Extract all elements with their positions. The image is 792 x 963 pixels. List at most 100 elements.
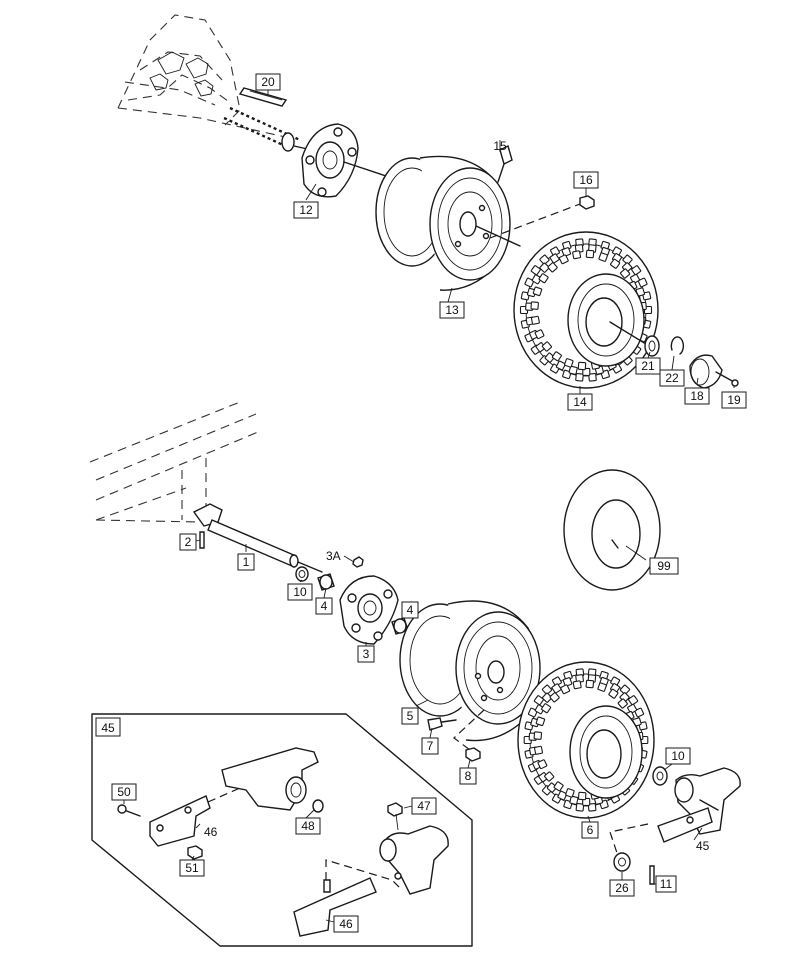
callout-20: 20	[255, 73, 281, 91]
callout-1: 1	[237, 553, 255, 571]
callout-5: 5	[401, 707, 419, 725]
tread-block	[631, 265, 642, 276]
tread-block	[547, 262, 558, 273]
svg-text:19: 19	[727, 393, 741, 407]
svg-text:45: 45	[696, 839, 710, 853]
tread-block	[544, 771, 555, 782]
tread-block	[558, 254, 569, 265]
callout-16: 16	[573, 171, 599, 189]
tread-block	[608, 688, 619, 699]
tread-block	[568, 365, 578, 375]
svg-text:22: 22	[665, 371, 679, 385]
bracket-inset	[379, 825, 449, 895]
callout-10-inner: 10	[287, 583, 313, 601]
rim-part-13	[375, 155, 521, 291]
callout-15: 15	[493, 139, 507, 153]
callout-18: 18	[684, 387, 710, 405]
tread-block	[564, 358, 574, 368]
tread-block	[598, 252, 608, 262]
tread-block	[539, 262, 550, 273]
tread-block	[539, 254, 550, 265]
washer-part-10-inner	[295, 566, 309, 582]
svg-text:20: 20	[261, 75, 275, 89]
tread-block	[619, 684, 631, 695]
tread-block	[577, 791, 587, 801]
callout-46-lower: 46	[333, 915, 359, 933]
callout-6: 6	[581, 821, 599, 839]
svg-text:14: 14	[573, 395, 587, 409]
svg-text:46: 46	[339, 917, 353, 931]
tread-block	[634, 707, 645, 718]
callout-leaders	[123, 90, 735, 923]
callout-19: 19	[721, 391, 747, 409]
grease-fitting-part-3A	[352, 556, 364, 568]
lever-part-46-lower	[293, 859, 403, 937]
callout-51: 51	[179, 859, 205, 877]
tread-block	[544, 352, 555, 363]
spindle-bracket-part-45	[609, 767, 741, 857]
callout-22: 22	[659, 369, 685, 387]
tread-block	[588, 373, 597, 382]
svg-text:45: 45	[101, 721, 115, 735]
svg-text:13: 13	[445, 303, 459, 317]
tire-part-6	[517, 661, 655, 819]
svg-text:51: 51	[185, 861, 199, 875]
shim-part-20	[238, 87, 288, 107]
callout-3: 3	[357, 645, 375, 663]
tread-block	[524, 277, 535, 288]
svg-text:99: 99	[657, 559, 671, 573]
pin-part-2	[199, 531, 205, 549]
tread-block	[555, 360, 566, 371]
svg-text:26: 26	[615, 881, 629, 895]
svg-text:16: 16	[579, 173, 593, 187]
tread-block	[534, 745, 543, 755]
callout-46-upper: 46	[204, 825, 218, 839]
tread-block	[537, 759, 548, 770]
bushing-part-48	[312, 799, 324, 813]
tread-block	[627, 703, 638, 714]
svg-text:8: 8	[465, 769, 472, 783]
hub-part-12	[301, 123, 387, 198]
svg-text:4: 4	[407, 603, 414, 617]
tread-block	[541, 341, 552, 352]
tread-block	[569, 795, 579, 805]
callout-4-inner: 4	[315, 597, 333, 615]
washer-part-26	[613, 852, 631, 872]
svg-text:6: 6	[587, 823, 594, 837]
svg-text:7: 7	[427, 739, 434, 753]
tread-block	[546, 782, 557, 793]
bearing-part-4-inner	[317, 573, 335, 591]
pin-part-11	[649, 865, 655, 885]
callout-45-right: 45	[696, 839, 710, 853]
tread-block	[551, 683, 562, 694]
callout-2: 2	[179, 533, 197, 551]
inset-detail-45	[91, 713, 473, 947]
svg-text:2: 2	[185, 535, 192, 549]
lug-nut-part-8	[453, 709, 485, 762]
tread-block	[553, 781, 564, 792]
tread-block	[533, 695, 544, 706]
svg-text:10: 10	[293, 585, 307, 599]
tread-block	[530, 301, 539, 310]
tread-block	[585, 679, 595, 689]
tread-block	[549, 253, 560, 264]
tread-block	[575, 373, 584, 382]
tread-block	[541, 703, 552, 714]
tread-block	[541, 684, 553, 695]
svg-text:18: 18	[690, 389, 704, 403]
spindle-arm-inset	[221, 747, 319, 811]
svg-text:10: 10	[671, 749, 685, 763]
inner-tube-part-99	[563, 469, 661, 591]
svg-text:46: 46	[204, 825, 218, 839]
tread-block	[628, 695, 639, 706]
tread-block	[530, 265, 541, 276]
axle-stub	[223, 106, 313, 152]
tread-block	[565, 788, 575, 798]
tread-block	[620, 268, 631, 279]
lug-nut-part-16	[489, 195, 595, 239]
valve-stem-part-15	[497, 144, 513, 183]
svg-text:12: 12	[299, 203, 313, 217]
callout-21: 21	[635, 357, 661, 375]
tread-block	[610, 258, 621, 269]
washer-part-10-outer	[652, 766, 668, 786]
